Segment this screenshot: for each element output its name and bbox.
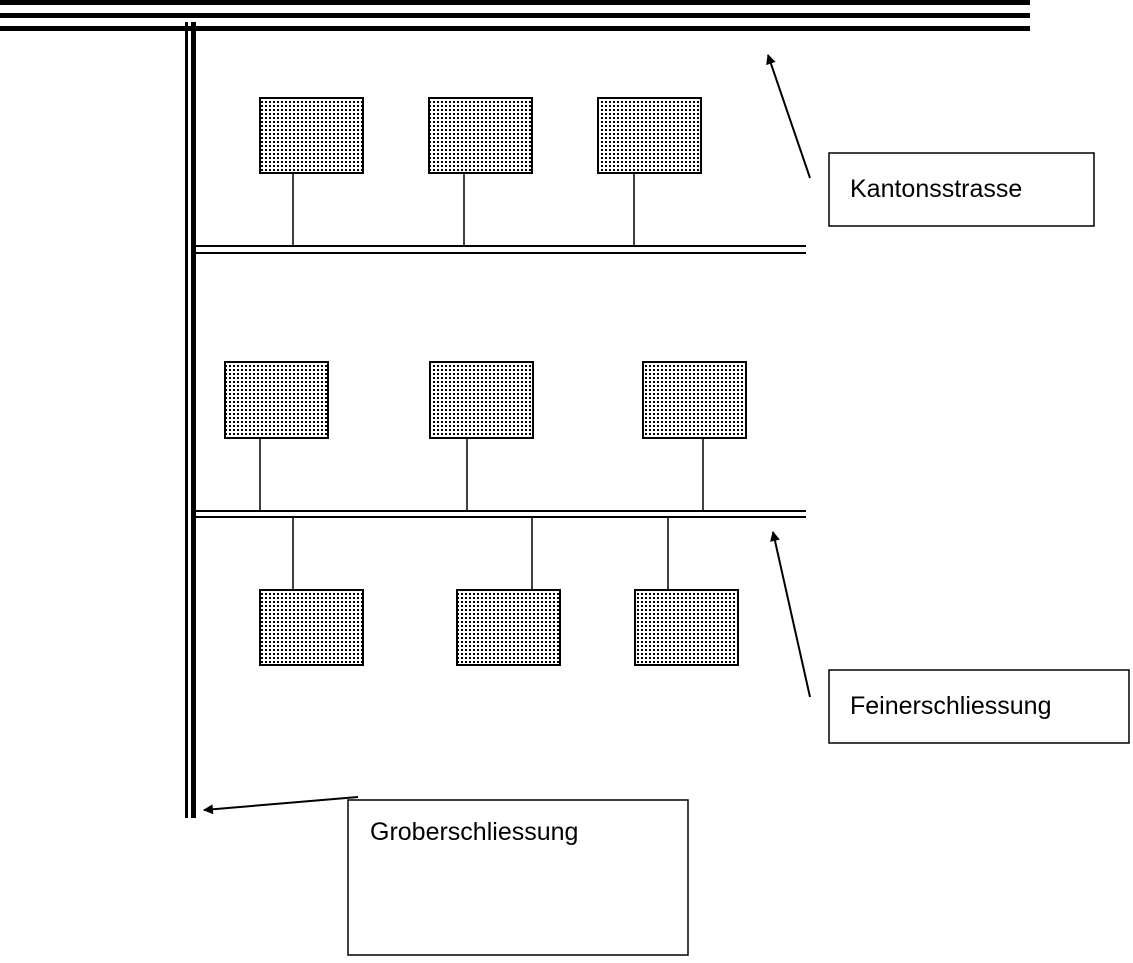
- label-feinerschliessung: Feinerschliessung: [828, 669, 1130, 744]
- building: [597, 97, 702, 174]
- arrow-feinerschliessung: [770, 531, 811, 698]
- arrow-groberschliessung: [203, 796, 359, 815]
- building: [259, 589, 364, 666]
- label-groberschliessung-text: Groberschliessung: [370, 818, 578, 846]
- buildings: [224, 97, 747, 666]
- feinerschliessung-road-lower: [196, 510, 806, 518]
- label-kantonsstrasse-text: Kantonsstrasse: [850, 175, 1022, 203]
- access-connectors: [259, 173, 704, 590]
- feinerschliessung-road-upper: [196, 245, 806, 254]
- arrow-kantonsstrasse: [766, 54, 811, 179]
- groberschliessung-road: [185, 22, 196, 818]
- building: [456, 589, 561, 666]
- building: [429, 361, 534, 439]
- kantonsstrasse-road: [0, 0, 1030, 31]
- label-groberschliessung: Groberschliessung: [347, 799, 689, 956]
- building: [224, 361, 329, 439]
- building: [642, 361, 747, 439]
- building: [259, 97, 364, 174]
- building: [634, 589, 739, 666]
- building: [428, 97, 533, 174]
- label-feinerschliessung-text: Feinerschliessung: [850, 692, 1052, 720]
- label-kantonsstrasse: Kantonsstrasse: [828, 152, 1095, 227]
- pointer-arrows: [203, 54, 811, 815]
